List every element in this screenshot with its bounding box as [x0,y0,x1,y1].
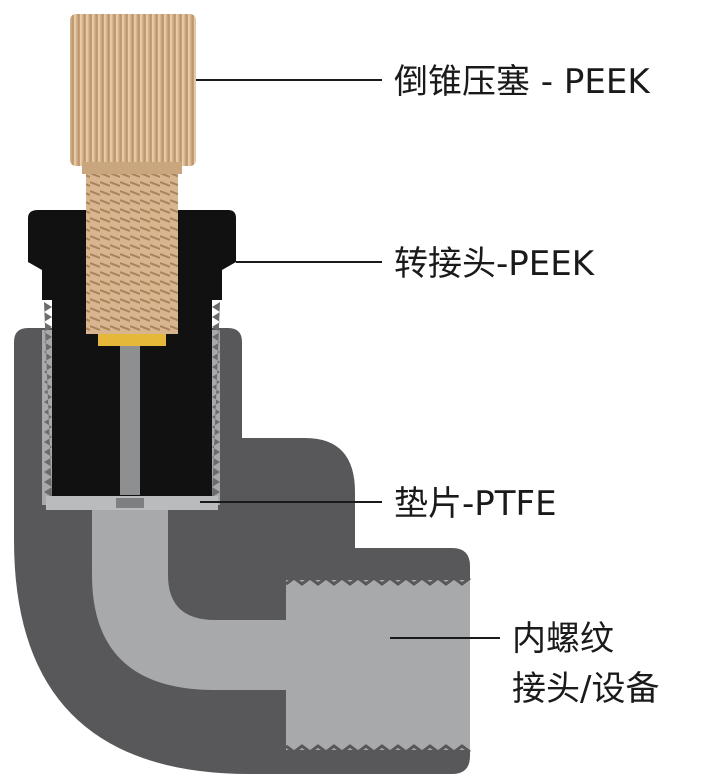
adapter-bore [120,345,140,495]
adapter-thread-left [44,302,52,497]
female-port [286,580,470,750]
leader-lines [196,79,500,639]
label-nut: 倒锥压塞 - PEEK [394,62,651,102]
label-adapter: 转接头-PEEK [394,244,596,284]
bore-channel [92,500,290,690]
cone-nut [70,14,196,346]
gasket-hole [116,498,144,508]
label-port-line1: 内螺纹 [512,619,614,659]
port-thread-top [285,576,471,586]
adapter [28,210,236,497]
label-port-line2: 接头/设备 [512,669,659,709]
port-thread-bottom [285,744,471,754]
adapter-thread-right [212,302,220,497]
label-gasket: 垫片-PTFE [394,484,557,524]
